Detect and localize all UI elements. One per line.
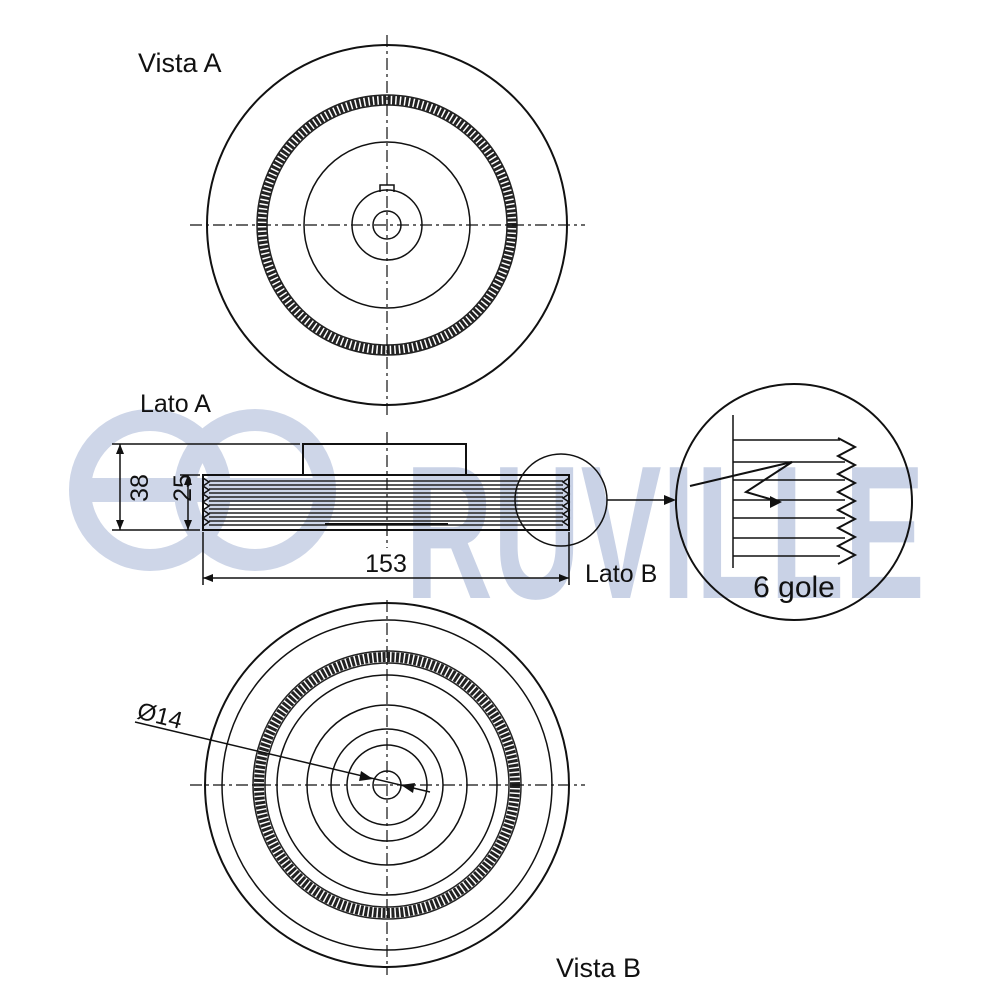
detail-view-groove-lines <box>733 439 845 557</box>
dim-width: 153 <box>365 550 407 578</box>
view-b-label: Vista B <box>556 953 641 983</box>
detail-view-section-mark <box>689 461 793 503</box>
detail-leader-arrow <box>664 495 676 505</box>
bore-diameter-arrow-left <box>359 771 373 781</box>
ruville-logo-emblem <box>69 409 336 571</box>
side-view-left-teeth <box>201 477 211 527</box>
side-view-drawing <box>112 432 676 585</box>
detail-view-outline <box>675 383 913 621</box>
side-view-right-teeth <box>561 477 571 527</box>
dim-38-arrows <box>116 444 124 530</box>
bore-diameter-label: Ø14 <box>135 698 186 735</box>
side-b-label: Lato B <box>585 560 657 588</box>
view-a-drawing <box>190 35 585 415</box>
side-view-hub-boss <box>302 443 467 475</box>
dim-height-total: 38 <box>126 474 154 502</box>
dim-height-pulley: 25 <box>169 474 197 502</box>
detail-view-drawing <box>675 383 913 621</box>
bore-diameter-arrow-right <box>401 783 415 793</box>
detail-view-teeth-profile <box>835 437 858 565</box>
view-b-drawing <box>134 600 585 975</box>
view-a-label: Vista A <box>138 48 222 78</box>
side-a-label: Lato A <box>140 390 211 418</box>
grooves-label: 6 gole <box>753 571 835 604</box>
side-view-grooves <box>209 480 563 526</box>
bore-diameter-leader <box>134 721 431 793</box>
detail-view-section-arrow <box>770 496 782 508</box>
